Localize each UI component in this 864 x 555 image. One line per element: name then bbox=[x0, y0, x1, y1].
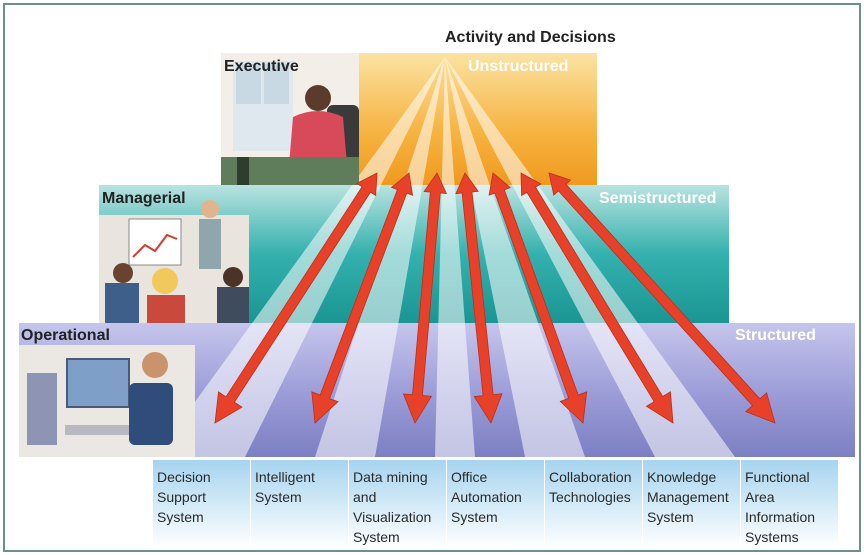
double-arrow bbox=[214, 172, 378, 424]
level-managerial: Managerial bbox=[102, 190, 186, 207]
double-arrow bbox=[402, 172, 448, 424]
system-intelligent: Intelligent System bbox=[255, 469, 315, 505]
system-box bbox=[741, 460, 838, 548]
decision-unstructured: Unstructured bbox=[468, 58, 569, 75]
system-functional-area-information: Functional Area Information Systems bbox=[745, 469, 816, 545]
double-arrow bbox=[520, 172, 674, 424]
double-arrow bbox=[488, 172, 588, 424]
system-box bbox=[545, 460, 642, 548]
pyramid-diagram bbox=[19, 53, 855, 548]
system-box bbox=[251, 460, 348, 548]
decision-semistructured: Semistructured bbox=[599, 190, 717, 207]
system-knowledge-management: Knowledge Management System bbox=[647, 469, 729, 525]
diagram-title: Activity and Decisions bbox=[445, 29, 616, 46]
level-operational: Operational bbox=[21, 327, 110, 344]
system-decision-support: Decision Support System bbox=[157, 469, 211, 525]
executive-picture bbox=[221, 53, 359, 185]
diagram-frame: Activity and Decisions Executive Unstruc… bbox=[3, 3, 861, 552]
double-arrow bbox=[311, 172, 414, 424]
system-office-automation: Office Automation System bbox=[451, 469, 522, 525]
system-boxes bbox=[153, 460, 838, 548]
double-arrow bbox=[548, 172, 776, 424]
double-arrow bbox=[455, 172, 503, 424]
system-collaboration-technologies: Collaboration Technologies bbox=[549, 469, 632, 505]
system-box bbox=[153, 460, 250, 548]
managerial-picture bbox=[99, 200, 249, 323]
system-box bbox=[643, 460, 740, 548]
level-executive: Executive bbox=[224, 58, 299, 75]
operational-picture bbox=[19, 345, 195, 457]
arrow-fan bbox=[214, 172, 776, 424]
system-box bbox=[349, 460, 446, 548]
decision-structured: Structured bbox=[735, 327, 816, 344]
system-box bbox=[447, 460, 544, 548]
system-data-mining-visualization: Data mining and Visualization System bbox=[353, 469, 432, 545]
